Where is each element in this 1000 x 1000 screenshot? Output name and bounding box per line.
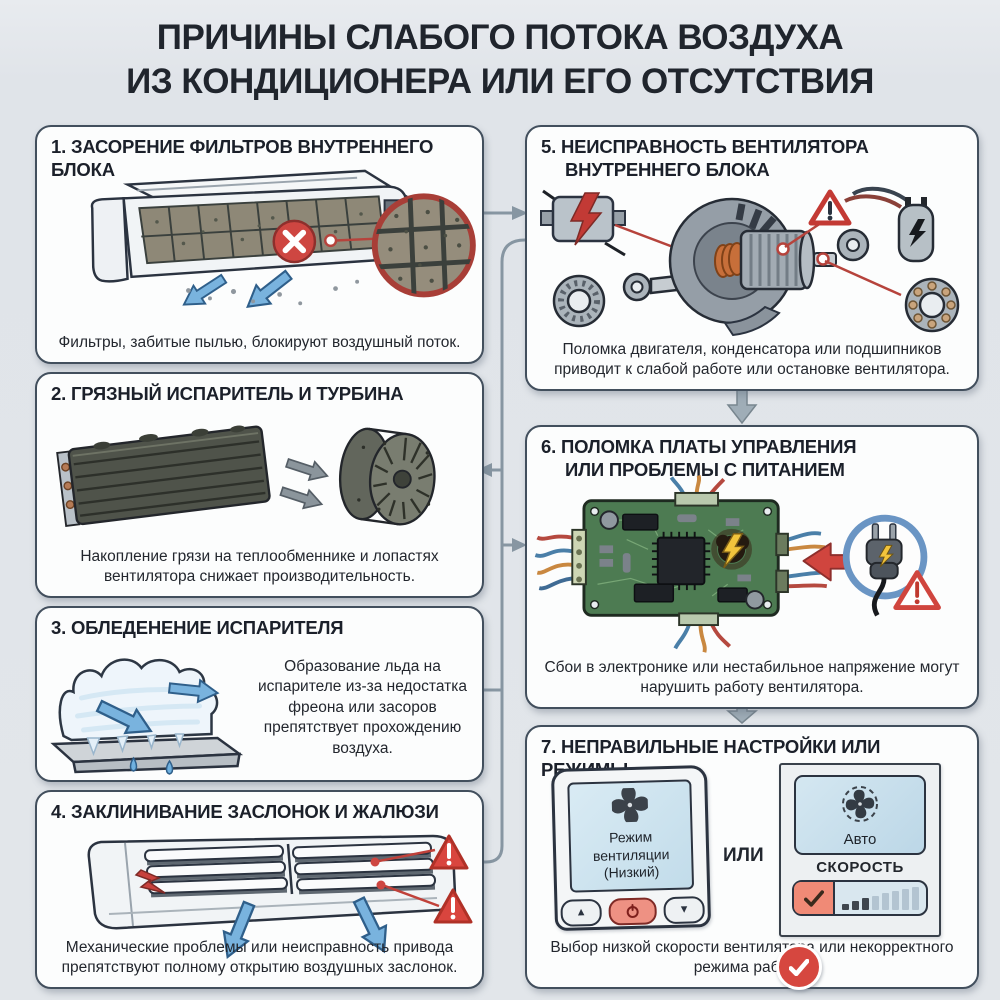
power-plug-icon (842, 514, 928, 617)
lightning-bolt-icon (569, 192, 603, 246)
panel5-heading-line2: ВНУТРЕННЕГО БЛОКА (565, 158, 770, 180)
speed-label: СКОРОСТЬ (816, 859, 904, 876)
bearing-icon (622, 272, 652, 302)
remote-mode-label: Режим вентиляции (Низкий) (592, 828, 670, 881)
speed-bars (835, 882, 926, 914)
remote-control: Режим вентиляции (Низкий) ▲ ▼ (550, 764, 712, 932)
clogged-filters-illustration (90, 169, 476, 317)
panel-jammed-louvers: 4. ЗАКЛИНИВАНИЕ ЗАСЛОНОК И ЖАЛЮЗИ (35, 790, 484, 989)
remote-buttons: ▲ ▼ (557, 895, 708, 927)
lightning-bolt-icon (721, 533, 745, 569)
jammed-actuator-icon (134, 869, 166, 894)
check-icon (789, 958, 809, 976)
auto-mode-label: Авто (843, 831, 877, 848)
rotor-with-windings (714, 229, 837, 291)
selected-check-badge (776, 944, 822, 990)
lightning-bolt-icon (878, 544, 895, 568)
check-icon (803, 889, 824, 907)
bearing-icon (836, 228, 870, 262)
capacitor-icon (844, 186, 935, 263)
warning-triangle-icon (893, 570, 941, 610)
louver-slats (144, 841, 436, 898)
water-drop-icon (129, 756, 138, 772)
panel6-heading-line1: 6. ПОЛОМКА ПЛАТЫ УПРАВЛЕНИЯ (541, 436, 857, 457)
warning-triangle-icon (433, 888, 473, 924)
panel5-heading: 5. НЕИСПРАВНОСТЬ ВЕНТИЛЯТОРА ВНУТРЕННЕГО… (527, 127, 977, 183)
icicles (86, 733, 185, 757)
panel6-heading: 6. ПОЛОМКА ПЛАТЫ УПРАВЛЕНИЯ ИЛИ ПРОБЛЕМЫ… (527, 427, 977, 483)
board-wires (534, 474, 828, 653)
auto-fan-icon (842, 786, 878, 822)
lightning-bolt-icon (909, 219, 926, 247)
control-board-illustration (534, 474, 941, 653)
panel3-side-text: Образование льда на испарителе из-за нед… (258, 657, 467, 757)
warning-triangle-icon (808, 189, 852, 226)
warning-triangle-icon (429, 834, 469, 870)
magnifier-dirt-icon (371, 193, 476, 298)
arrowhead-into-panel5 (512, 206, 528, 220)
page-title: ПРИЧИНЫ СЛАБОГО ПОТОКА ВОЗДУХА ИЗ КОНДИЦ… (0, 16, 1000, 105)
dirty-coil (56, 425, 271, 528)
title-line-1: ПРИЧИНЫ СЛАБОГО ПОТОКА ВОЗДУХА (156, 18, 844, 57)
panel-fan-motor-failure: 5. НЕИСПРАВНОСТЬ ВЕНТИЛЯТОРА ВНУТРЕННЕГО… (525, 125, 979, 391)
panel4-caption: Механические проблемы или неисправность … (61, 938, 458, 976)
panel-frozen-evaporator: 3. ОБЛЕДЕНЕНИЕ ИСПАРИТЕЛЯ Образование ль… (35, 606, 484, 782)
wall-screen: Авто (794, 775, 926, 855)
panel7-caption: Выбор низкой скорости вентилятора или не… (550, 938, 954, 976)
panel2-caption: Накопление грязи на теплообменнике и лоп… (80, 547, 439, 585)
remote-screen: Режим вентиляции (Низкий) (567, 779, 695, 893)
panel-dirty-evaporator: 2. ГРЯЗНЫЙ ИСПАРИТЕЛЬ И ТУРБИНА (35, 372, 484, 598)
main-chip (651, 531, 711, 591)
arrowhead-into-panel2 (477, 463, 492, 477)
remote-power-button (608, 896, 657, 926)
speed-check-cell (794, 882, 835, 914)
panel1-caption: Фильтры, забитые пылью, блокируют воздуш… (58, 333, 461, 351)
dirty-blower-wheel (338, 427, 436, 526)
panel6-caption: Сбои в электронике или нестабильное напр… (544, 658, 960, 696)
panel6-heading-line2: ИЛИ ПРОБЛЕМЫ С ПИТАНИЕМ (565, 458, 845, 480)
motor-failure-icon (540, 189, 626, 257)
remote-up-button: ▲ (560, 898, 603, 927)
arrowhead-into-panel6 (512, 538, 527, 552)
frozen-evaporator-illustration (50, 658, 244, 775)
panel1-heading: 1. ЗАСОРЕНИЕ ФИЛЬТРОВ ВНУТРЕННЕГО БЛОКА (51, 136, 434, 180)
dirty-evaporator-illustration (56, 425, 436, 528)
dust-specks (186, 279, 360, 306)
panel-clogged-filters: 1. ЗАСОРЕНИЕ ФИЛЬТРОВ ВНУТРЕННЕГО БЛОКА (35, 125, 484, 364)
water-drop-icon (165, 759, 174, 775)
panel3-heading: 3. ОБЛЕДЕНЕНИЕ ИСПАРИТЕЛЯ (51, 617, 344, 638)
speed-selector (776, 880, 928, 990)
panel5-heading-line1: 5. НЕИСПРАВНОСТЬ ВЕНТИЛЯТОРА (541, 136, 869, 157)
panel2-heading: 2. ГРЯЗНЫЙ ИСПАРИТЕЛЬ И ТУРБИНА (51, 383, 404, 404)
jammed-louvers-illustration (87, 834, 473, 963)
down-arrow-5-to-6 (726, 390, 758, 424)
power-icon (626, 903, 639, 918)
transfer-arrow (277, 481, 326, 515)
or-label: ИЛИ (723, 845, 764, 866)
fan-motor-illustration (540, 186, 960, 337)
panel5-caption: Поломка двигателя, конденсатора или подш… (554, 340, 950, 378)
fan-icon (610, 785, 649, 825)
remote-down-button: ▼ (663, 895, 705, 924)
terminal-block (571, 528, 587, 586)
panel4-heading: 4. ЗАКЛИНИВАНИЕ ЗАСЛОНОК И ЖАЛЮЗИ (51, 801, 439, 822)
airflow-arrow (177, 268, 231, 315)
wall-controller: Авто СКОРОСТЬ (776, 763, 941, 990)
transfer-arrow (283, 453, 332, 486)
bearing-icon (552, 274, 606, 328)
panel-wrong-settings: 7. НЕПРАВИЛЬНЫЕ НАСТРОЙКИ ИЛИ РЕЖИМЫ Реж… (525, 725, 979, 990)
burnt-spot (711, 528, 752, 570)
airflow-arrow (239, 264, 297, 317)
cross-icon (282, 229, 307, 254)
panel-control-board-failure: 6. ПОЛОМКА ПЛАТЫ УПРАВЛЕНИЯ ИЛИ ПРОБЛЕМЫ… (525, 425, 979, 709)
title-line-2: ИЗ КОНДИЦИОНЕРА ИЛИ ЕГО ОТСУТСТВИЯ (126, 62, 874, 102)
bearing-icon (904, 277, 960, 333)
